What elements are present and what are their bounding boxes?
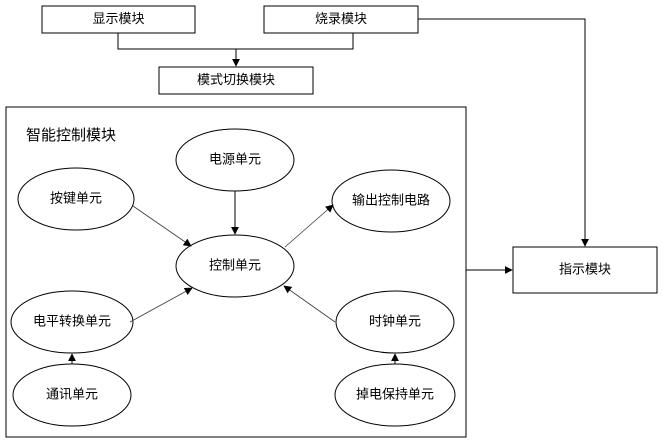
key-unit-node bbox=[17, 167, 135, 231]
arrow-level-shift-to-control bbox=[129, 287, 193, 323]
control-unit-node bbox=[175, 234, 295, 298]
burn-module-box bbox=[263, 5, 419, 34]
display-module-box bbox=[41, 5, 196, 34]
key-unit-label: 按键单元 bbox=[50, 192, 102, 207]
clock-unit-label: 时钟单元 bbox=[369, 314, 421, 330]
level-shift-unit-node bbox=[10, 290, 134, 354]
smart-control-module-title: 智能控制模块 bbox=[26, 126, 116, 144]
indicator-module-box bbox=[512, 246, 658, 294]
power-hold-unit-label: 掉电保持单元 bbox=[356, 388, 434, 403]
level-shift-unit-label: 电平转换单元 bbox=[33, 315, 111, 330]
indicator-module-label: 指示模块 bbox=[559, 263, 611, 278]
burn-module-label: 烧录模块 bbox=[315, 12, 367, 27]
arrow-burn-to-indicator bbox=[418, 18, 589, 247]
merge-connector bbox=[117, 33, 354, 50]
arrow-clock-to-control bbox=[283, 285, 336, 323]
control-unit-label: 控制单元 bbox=[209, 259, 261, 274]
mode-switch-module-label: 模式切换模块 bbox=[197, 73, 275, 88]
output-control-label: 输出控制电路 bbox=[352, 193, 430, 209]
power-unit-label: 电源单元 bbox=[209, 153, 261, 168]
arrow-key-to-control bbox=[132, 205, 192, 247]
comm-unit-label: 通讯单元 bbox=[46, 388, 98, 403]
output-control-node bbox=[331, 169, 451, 233]
mode-switch-module-box bbox=[158, 66, 314, 95]
display-module-label: 显示模块 bbox=[92, 12, 144, 27]
clock-unit-node bbox=[335, 290, 455, 354]
arrow-control-to-output bbox=[284, 204, 334, 248]
